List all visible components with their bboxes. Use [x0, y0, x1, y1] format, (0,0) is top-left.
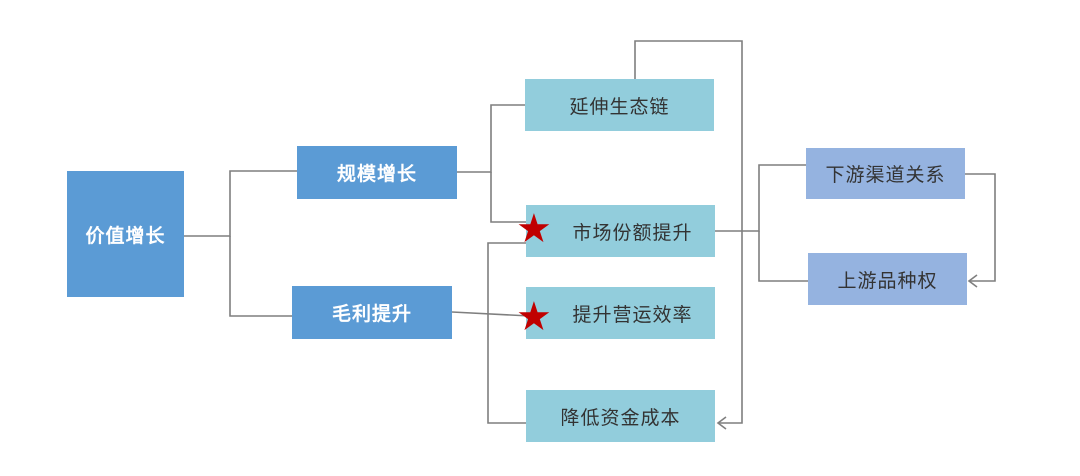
arrowhead-cost	[716, 416, 727, 430]
connector-margin-to-efficiency	[451, 311, 531, 317]
node-label: 毛利提升	[331, 303, 412, 325]
node-extend-ecosystem: 延伸生态链	[525, 79, 714, 131]
node-label: 上游品种权	[837, 269, 938, 292]
connector-downstream-to-upstream	[965, 173, 996, 282]
arrowhead-upstream	[967, 274, 978, 288]
connector-bracket-share-cost	[487, 242, 530, 424]
star-icon-operating-efficiency: ★	[516, 294, 552, 340]
node-upstream-variety-rights: 上游品种权	[808, 253, 967, 305]
node-margin-increase: 毛利提升	[292, 286, 452, 339]
connector-share-to-downstream	[715, 164, 806, 232]
connector-root-to-margin	[229, 236, 292, 317]
node-scale-growth: 规模增长	[297, 146, 457, 199]
connector-scale-to-share	[490, 172, 530, 223]
connector-root-to-scale	[184, 170, 297, 237]
node-label: 市场份额提升	[572, 221, 693, 244]
node-value-growth: 价值增长	[67, 171, 184, 297]
connector-scale-to-ecosystem	[457, 104, 525, 173]
node-label: 提升营运效率	[572, 303, 693, 326]
node-label: 降低资金成本	[560, 406, 681, 429]
node-label: 延伸生态链	[569, 95, 670, 118]
node-label: 下游渠道关系	[825, 164, 946, 186]
node-downstream-channel: 下游渠道关系	[806, 148, 965, 199]
node-market-share: 市场份额提升	[526, 205, 715, 257]
connector-share-to-upstream	[758, 231, 808, 282]
node-label: 规模增长	[336, 163, 417, 185]
node-reduce-capital-cost: 降低资金成本	[526, 390, 715, 442]
connector-ecosystem-to-cost	[634, 40, 743, 424]
node-operating-efficiency: 提升营运效率	[526, 287, 715, 339]
node-label: 价值增长	[85, 224, 166, 247]
star-icon-market-share: ★	[516, 206, 552, 252]
